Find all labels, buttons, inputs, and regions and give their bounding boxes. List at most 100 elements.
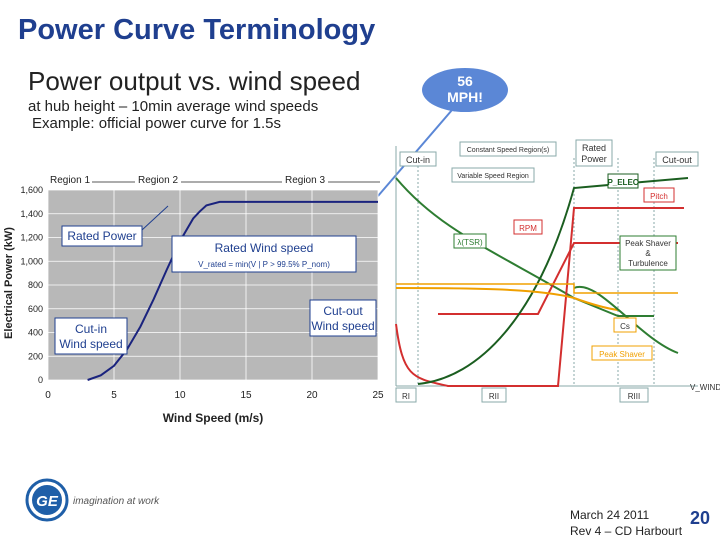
x-tick-label: 15: [240, 390, 252, 401]
p-elec-label: P_ELEC: [607, 173, 639, 189]
rii-label: RII: [481, 387, 507, 403]
mph-speech-bubble: 56 MPH!: [422, 68, 508, 112]
rated-power-callout: Rated Power: [61, 205, 169, 247]
ri-box: [395, 387, 417, 403]
cut-out-label-1: Cut-out: [323, 304, 363, 318]
cut-out-box: [309, 299, 377, 337]
cut-in-text: Cut-in: [406, 155, 430, 165]
region-markers: Region 1 Region 2 Region 3: [48, 173, 380, 186]
y-tick-label: 200: [28, 351, 43, 361]
cs-curve: [395, 287, 619, 311]
rated-power-box: [61, 225, 143, 247]
rated-power-text-1: Rated: [582, 143, 606, 153]
cs-box: [613, 317, 637, 333]
rpm-label: RPM: [513, 219, 543, 235]
rpm-box: [513, 219, 543, 235]
peak-shaver-text-1: Peak Shaver: [625, 239, 671, 248]
pitch-text: Pitch: [650, 192, 668, 201]
cs-text: Cs: [620, 322, 630, 331]
x-tick-label: 5: [111, 390, 117, 401]
y-tick-label: 600: [28, 304, 43, 314]
constant-speed-text: Constant Speed Region(s): [467, 147, 550, 154]
y-tick-label: 1,400: [20, 209, 43, 219]
page-number: 20: [690, 508, 711, 528]
cut-in-box: [54, 317, 128, 355]
region-3-label: Region 3: [285, 175, 325, 186]
tsr-box: [453, 233, 487, 249]
variable-speed-label: Variable Speed Region: [451, 167, 535, 183]
rii-text: RII: [489, 392, 499, 401]
cut-in-label-2: Wind speed: [59, 337, 122, 351]
variable-speed-box: [451, 167, 535, 183]
cut-in-label: Cut-in: [399, 151, 437, 167]
peak-shaver-2-text: Peak Shaver: [599, 350, 645, 359]
x-tick-label: 10: [174, 390, 186, 401]
rated-power-text-2: Power: [581, 154, 607, 164]
region-2-bg: [135, 173, 181, 186]
region-1-bg: [48, 173, 92, 186]
constant-speed-box: [459, 141, 557, 157]
y-axis-label: Electrical Power (kW): [3, 227, 15, 339]
region-3-bg: [282, 173, 328, 186]
rated-power-box: [575, 139, 613, 167]
cut-in-label-1: Cut-in: [75, 322, 107, 336]
cut-out-callout: Cut-out Wind speed: [309, 299, 377, 337]
y-tick-label: 1,000: [20, 256, 43, 266]
ge-logo: GE imagination at work: [25, 478, 160, 522]
ri-label: RI: [395, 387, 417, 403]
ge-monogram: GE: [36, 493, 59, 510]
footer-date: March 24 2011: [570, 508, 650, 522]
ge-logo-disc: [32, 485, 62, 515]
rated-power-label: Rated Power: [67, 229, 136, 243]
y-tick-label: 1,600: [20, 185, 43, 195]
tsr-text: λ(TSR): [457, 238, 483, 247]
y-tick-label: 400: [28, 328, 43, 338]
description-line-1: at hub height – 10min average wind speed…: [28, 98, 319, 115]
peak-shaver-curve: [396, 283, 678, 294]
riii-text: RIII: [628, 392, 640, 401]
bubble-line-1: 56: [457, 73, 473, 89]
slide-title: Power Curve Terminology: [18, 14, 376, 46]
cut-out-text: Cut-out: [662, 155, 692, 165]
cut-out-box: [655, 151, 699, 167]
y-tick-label: 1,200: [20, 233, 43, 243]
rated-wind-speed-callout: Rated Wind speed V_rated = min(V | P > 9…: [171, 235, 357, 273]
rated-power-label: Rated Power: [575, 139, 613, 167]
tsr-curve: [395, 177, 654, 317]
footer-revision: Rev 4 – CD Harbourt: [570, 524, 683, 538]
p-elec-curve: [417, 177, 689, 385]
x-axis-label: Wind Speed (m/s): [163, 411, 264, 425]
rpm-text: RPM: [519, 224, 537, 233]
rated-wind-label: Rated Wind speed: [215, 241, 314, 255]
bubble-shape: [422, 68, 508, 112]
x-tick-label: 25: [372, 390, 384, 401]
cut-out-label-2: Wind speed: [311, 319, 374, 333]
peak-shaver-box: [619, 235, 677, 271]
v-wind-label: V_WIND: [690, 383, 720, 392]
riii-label: RIII: [619, 387, 649, 403]
rated-wind-formula: V_rated = min(V | P > 99.5% P_nom): [198, 260, 330, 269]
description-line-2: Example: official power curve for 1.5s: [32, 115, 282, 132]
y-tick-label: 800: [28, 280, 43, 290]
p-elec-text: P_ELEC: [607, 178, 638, 187]
ge-tagline: imagination at work: [73, 496, 160, 507]
rated-wind-box: [171, 235, 357, 273]
pitch-box: [643, 187, 675, 203]
pitch-curve: [395, 207, 684, 387]
cut-out-label: Cut-out: [655, 151, 699, 167]
region-1-label: Region 1: [50, 175, 90, 186]
pitch-label: Pitch: [643, 187, 675, 203]
p-elec-box: [607, 173, 639, 189]
slide-subtitle: Power output vs. wind speed: [28, 66, 361, 96]
variable-speed-text: Variable Speed Region: [457, 173, 529, 180]
cut-in-box: [399, 151, 437, 167]
x-tick-label: 20: [306, 390, 318, 401]
bubble-line-2: MPH!: [447, 89, 483, 105]
cut-in-callout: Cut-in Wind speed: [54, 317, 128, 355]
x-tick-label: 0: [45, 390, 51, 401]
power-curve-series: [87, 200, 378, 381]
peak-shaver-text-2: &: [645, 249, 651, 258]
constant-speed-label: Constant Speed Region(s): [459, 141, 557, 157]
